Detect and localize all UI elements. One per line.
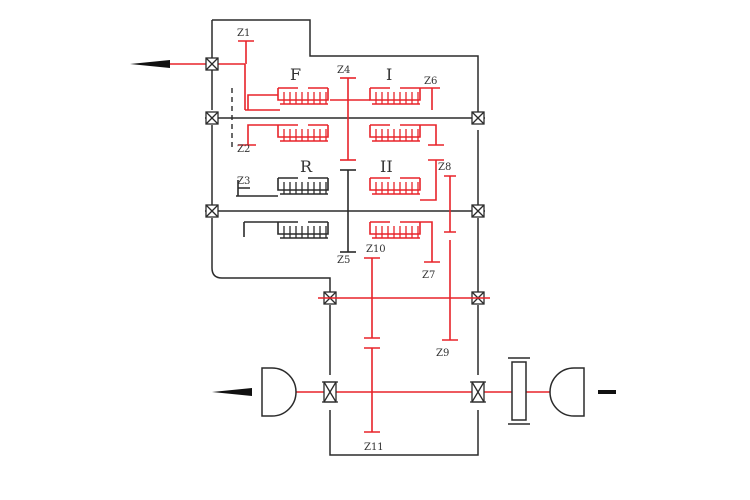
clutch-F <box>277 87 329 105</box>
clutch-row2-left <box>277 124 329 142</box>
bearing-right-1 <box>471 111 485 125</box>
label-z3: Z3 <box>237 176 250 187</box>
label-z6: Z6 <box>424 76 437 87</box>
bearing-left-1 <box>205 111 219 125</box>
label-z10: Z10 <box>366 244 386 255</box>
gear-z1 <box>238 40 254 64</box>
gear-z6 <box>420 87 440 110</box>
clutch-row4-right <box>369 221 421 239</box>
clutch-R <box>277 177 329 195</box>
label-F: F <box>290 65 301 84</box>
label-z9: Z9 <box>436 348 449 359</box>
bearing-left-2 <box>205 204 219 218</box>
left-hub <box>261 367 297 417</box>
label-z1: Z1 <box>237 28 250 39</box>
input-shaft <box>170 63 280 111</box>
label-z4: Z4 <box>337 65 350 76</box>
gear-z10 <box>364 257 380 433</box>
clutch-II <box>369 177 421 195</box>
label-I: I <box>386 65 392 84</box>
label-z8: Z8 <box>438 162 451 173</box>
label-R: R <box>300 157 313 176</box>
lower-housing <box>329 305 479 456</box>
bearing-right-2 <box>471 204 485 218</box>
bearing-input <box>205 57 219 71</box>
gear-z8 <box>420 159 456 233</box>
gear-z7 <box>420 221 440 263</box>
brake-disc <box>511 361 527 421</box>
label-z2: Z2 <box>237 144 250 155</box>
label-z7: Z7 <box>422 270 435 281</box>
gear-z9 <box>442 240 458 341</box>
label-z11: Z11 <box>364 442 384 453</box>
bearing-axle-right <box>469 381 487 403</box>
right-hub <box>549 367 585 417</box>
input-arrow <box>130 60 170 68</box>
output-arrow-left <box>212 388 252 396</box>
output-arrow-right <box>598 390 616 394</box>
clutch-I <box>369 87 421 105</box>
clutch-row4-left <box>277 221 329 239</box>
upper-housing <box>211 19 479 300</box>
bearing-axle-left <box>321 381 339 403</box>
label-II: II <box>380 157 393 176</box>
label-z5: Z5 <box>337 255 350 266</box>
clutch-row2-right <box>369 124 421 142</box>
